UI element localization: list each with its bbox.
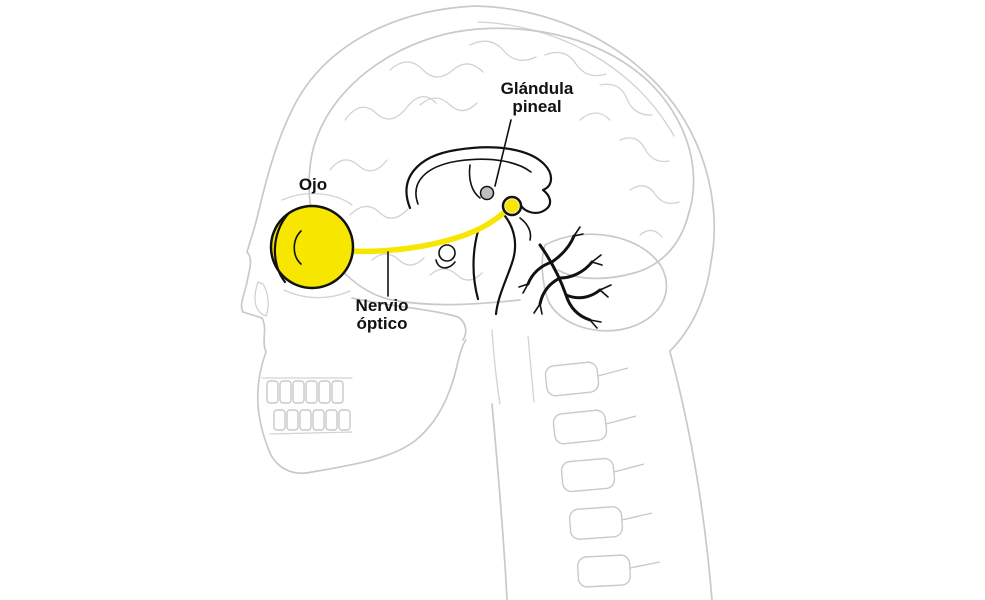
midbrain-structures — [405, 146, 553, 316]
cerebellum-branches — [526, 234, 602, 322]
label-pineal-gland: Glándula pineal — [500, 79, 574, 116]
pineal-leader-line — [494, 119, 512, 187]
neck-and-spine — [491, 329, 713, 600]
brain-outline — [308, 27, 695, 332]
eyelid-crescent — [273, 211, 291, 284]
lens-arc — [293, 230, 302, 265]
cervical-vertebrae — [544, 361, 661, 588]
skull-outline — [240, 5, 716, 474]
label-eye: Ojo — [298, 175, 328, 194]
brain-gyri — [329, 40, 680, 281]
eye — [269, 204, 355, 290]
pineal-gland — [505, 199, 519, 213]
thalamus-ball — [479, 185, 495, 201]
optic-nerve — [345, 208, 509, 255]
teeth — [261, 377, 353, 435]
cerebellum-twigs — [518, 226, 612, 329]
eye-highlight — [269, 204, 355, 290]
label-optic-nerve: Nervio óptico — [355, 296, 409, 333]
